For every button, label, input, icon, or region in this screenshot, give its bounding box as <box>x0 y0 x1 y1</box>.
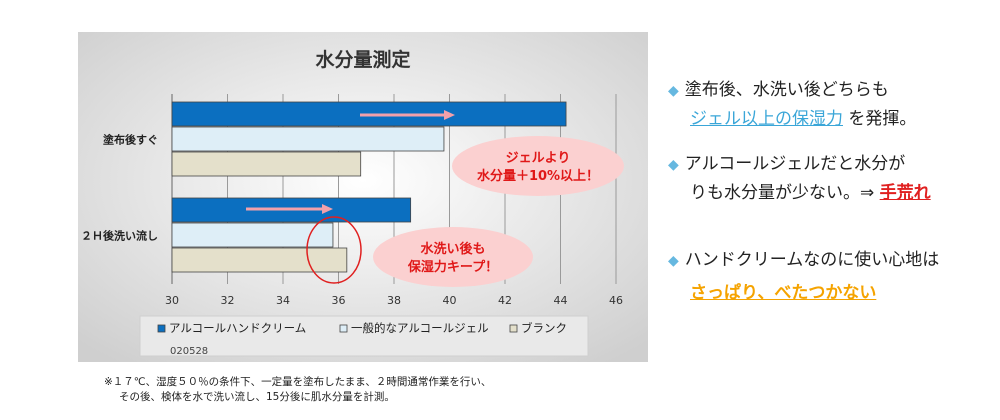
refreshing-highlight: さっぱり、べたつかない <box>690 283 877 303</box>
bullet-item-3: ◆ ハンドクリームなのに使い心地は さっぱり、べたつかない <box>668 246 939 307</box>
bullet-2-text: アルコールジェルだと水分が <box>684 154 906 174</box>
x-tick-label: 38 <box>387 294 401 307</box>
chart-code: 020528 <box>170 346 208 357</box>
highlight-ring <box>306 216 362 284</box>
bar <box>171 126 445 152</box>
footnote: ※１７℃、湿度５０％の条件下、一定量を塗布したまま、２時間通常作業を行い、 その… <box>104 375 491 405</box>
bullet-1-rest: を発揮。 <box>848 109 917 129</box>
pink-arrow-head <box>322 204 333 214</box>
bar <box>171 151 362 177</box>
chart-background <box>78 32 648 362</box>
callout-text: ジェルより <box>506 151 571 166</box>
x-tick-label: 42 <box>498 294 512 307</box>
callout-bubble <box>373 227 533 287</box>
bullet-item-2: ◆ アルコールジェルだと水分が りも水分量が少ない。⇒ 手荒れ <box>668 150 931 207</box>
bar <box>171 222 334 248</box>
x-tick-label: 40 <box>443 294 457 307</box>
callout-text: 水洗い後も <box>420 241 485 257</box>
x-tick-label: 32 <box>221 294 235 307</box>
legend-swatch <box>509 324 518 333</box>
legend-label: 一般的なアルコールジェル <box>351 321 489 335</box>
bar <box>171 247 348 273</box>
legend-swatch <box>339 324 348 333</box>
legend-box <box>139 315 589 357</box>
bullet-1-text: 塗布後、水洗い後どちらも <box>684 80 889 100</box>
pink-arrow-head <box>444 110 455 120</box>
chart-panel: 水分量測定 30 32 34 36 38 40 42 44 46 塗布後すぐ ２Ｈ後洗い流し ジェル… <box>78 32 648 362</box>
diamond-icon: ◆ <box>668 253 679 269</box>
footnote-line-1: ※１７℃、湿度５０％の条件下、一定量を塗布したまま、２時間通常作業を行い、 <box>104 376 492 388</box>
category-label: ２Ｈ後洗い流し <box>81 229 158 243</box>
diamond-icon: ◆ <box>668 83 679 99</box>
callout-bubble <box>452 136 624 196</box>
legend-swatch <box>157 324 166 333</box>
bullet-item-1: ◆ 塗布後、水洗い後どちらも ジェル以上の保湿力 を発揮。 <box>668 76 916 133</box>
diamond-icon: ◆ <box>668 157 679 173</box>
bullet-2-line2: りも水分量が少ない。⇒ <box>690 183 875 203</box>
bar-chart: 水分量測定 30 32 34 36 38 40 42 44 46 塗布後すぐ ２Ｈ後洗い流し ジェル… <box>78 32 648 362</box>
x-tick-label: 44 <box>554 294 568 307</box>
callout-text: 水分量＋10%以上！ <box>477 168 599 184</box>
legend-label: ブランク <box>521 321 567 335</box>
x-tick-label: 34 <box>276 294 290 307</box>
footnote-line-2: その後、検体を水で洗い流し、15分後に肌水分量を計測。 <box>119 391 395 403</box>
rough-hands-link[interactable]: 手荒れ <box>879 183 931 203</box>
x-tick-label: 46 <box>609 294 623 307</box>
x-tick-label: 36 <box>332 294 346 307</box>
x-tick-label: 30 <box>165 294 179 307</box>
chart-title: 水分量測定 <box>315 48 410 71</box>
callout-text: 保湿力キープ！ <box>407 259 498 275</box>
bullet-3-text: ハンドクリームなのに使い心地は <box>684 250 940 270</box>
legend-label: アルコールハンドクリーム <box>169 321 306 335</box>
category-label: 塗布後すぐ <box>103 133 158 147</box>
gel-moisture-link[interactable]: ジェル以上の保湿力 <box>690 109 843 129</box>
